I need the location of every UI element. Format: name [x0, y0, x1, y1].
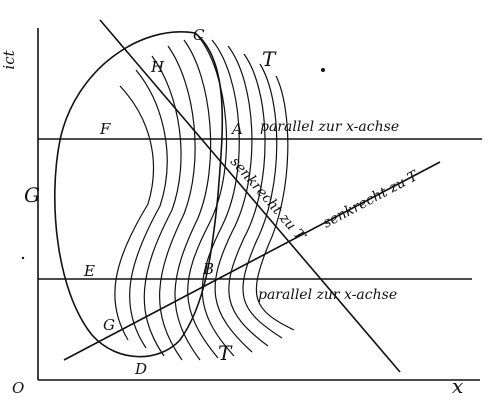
diagonal-line-down	[99, 19, 401, 373]
t-curve-3	[214, 45, 253, 353]
t-curve-7	[174, 39, 212, 361]
t-curve-2	[201, 39, 240, 357]
t-curve-8	[159, 45, 196, 361]
vertical-axis-label: ict	[0, 49, 18, 69]
t-curve-6	[255, 75, 295, 331]
point-label-e: E	[83, 262, 95, 280]
point-label-d: D	[134, 360, 147, 378]
t-curve-9	[143, 55, 182, 357]
point-label-g: G	[103, 316, 115, 334]
annotation-diagonal-down: senkrecht zu T	[227, 154, 309, 245]
origin-label: O	[12, 379, 24, 397]
curve-family-t	[114, 35, 295, 361]
t-curve-10	[129, 69, 168, 349]
point-label-f: F	[99, 120, 111, 138]
annotation-lower-horizontal: parallel zur x-achse	[258, 287, 397, 303]
curve-label-lower: T	[218, 341, 233, 365]
point-label-a: A	[230, 120, 243, 138]
stray-dot	[321, 68, 325, 72]
point-label-h: H	[150, 58, 165, 76]
region-boundary-curve	[54, 31, 224, 358]
t-curve-5	[242, 63, 283, 339]
annotation-diagonal-up: senkrecht zu T	[320, 167, 422, 231]
diagonal-line-up	[63, 161, 441, 361]
region-label: G	[24, 183, 40, 207]
t-curve-1	[187, 35, 228, 359]
point-label-b: B	[202, 260, 214, 278]
horizontal-axis-label: x	[452, 374, 463, 398]
t-curve-4	[228, 53, 269, 347]
t-curve-11	[114, 85, 155, 341]
curve-label-upper: T	[262, 47, 277, 71]
stray-dot	[21, 256, 25, 260]
annotation-upper-horizontal: parallel zur x-achse	[260, 119, 399, 135]
point-label-c: C	[193, 26, 205, 44]
